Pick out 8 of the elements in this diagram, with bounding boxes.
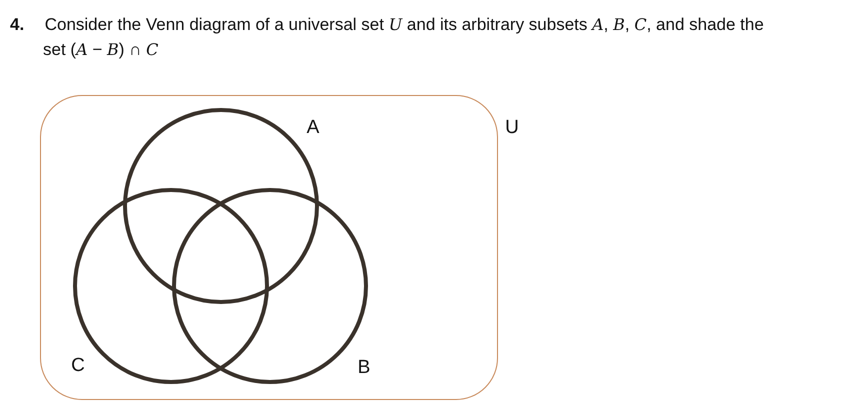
set-circle — [123, 108, 319, 304]
question-text: 4. Consider the Venn diagram of a universal set U and its arbitrary subsets A, B, C, and shade the set (A − B) ∩ C — [10, 14, 765, 61]
set-label: C — [71, 355, 85, 377]
set-label: B — [358, 357, 370, 379]
set-circle — [73, 188, 269, 384]
set-circle — [172, 188, 368, 384]
set-label: U — [505, 117, 519, 139]
set-label: A — [306, 117, 320, 139]
